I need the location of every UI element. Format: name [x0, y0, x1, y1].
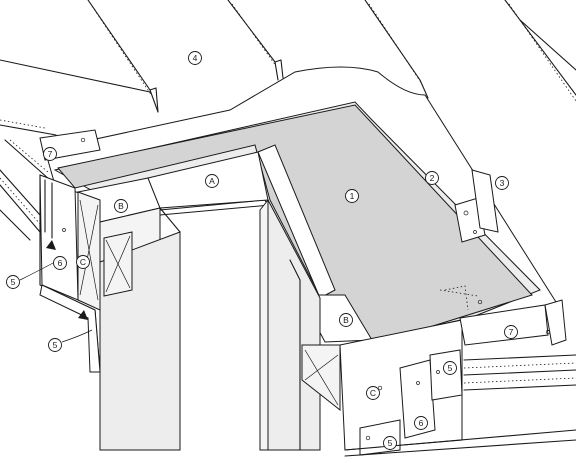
clip-brackets [39, 129, 567, 346]
svg-text:2: 2 [430, 173, 435, 183]
callout-5-left-lower: 5 [48, 338, 62, 352]
svg-text:5: 5 [388, 438, 393, 448]
left-fascia [39, 174, 133, 373]
svg-text:5: 5 [448, 363, 453, 373]
callout-C-left: C [76, 255, 90, 269]
callout-C-front: C [366, 386, 380, 400]
svg-text:5: 5 [11, 277, 16, 287]
svg-text:7: 7 [48, 149, 53, 159]
svg-text:C: C [370, 388, 376, 398]
callout-1: 1 [345, 189, 359, 203]
svg-text:3: 3 [500, 178, 505, 188]
hidden-line-2 [439, 289, 479, 297]
svg-text:6: 6 [58, 258, 63, 268]
svg-text:6: 6 [419, 418, 424, 428]
direction-arrow-2 [78, 310, 88, 320]
callout-A: A [205, 174, 219, 188]
svg-text:C: C [80, 257, 86, 267]
fasteners [62, 137, 551, 441]
callout-B-left: B [114, 199, 128, 213]
callout-5-left-upper: 5 [6, 275, 20, 289]
svg-text:A: A [209, 176, 215, 186]
callout-B-right: B [339, 313, 353, 327]
callout-5-front-upper: 5 [443, 361, 457, 375]
svg-text:B: B [118, 201, 124, 211]
leader-lines [19, 261, 93, 343]
svg-text:B: B [343, 315, 349, 325]
callout-7-left: 7 [43, 147, 57, 161]
svg-text:5: 5 [53, 340, 58, 350]
svg-text:4: 4 [193, 53, 198, 63]
callout-4: 4 [188, 51, 202, 65]
callout-2: 2 [425, 171, 439, 185]
callout-6-left: 6 [53, 256, 67, 270]
direction-arrow [46, 240, 56, 250]
svg-text:7: 7 [509, 327, 514, 337]
callout-3: 3 [495, 176, 509, 190]
callout-6-front: 6 [414, 416, 428, 430]
callout-5-front-lower: 5 [383, 436, 397, 450]
svg-text:1: 1 [350, 191, 355, 201]
callout-7-right: 7 [504, 325, 518, 339]
left-eave-edge [0, 139, 51, 241]
standing-seam-roof-panels [0, 0, 576, 136]
hidden-line [444, 285, 469, 311]
